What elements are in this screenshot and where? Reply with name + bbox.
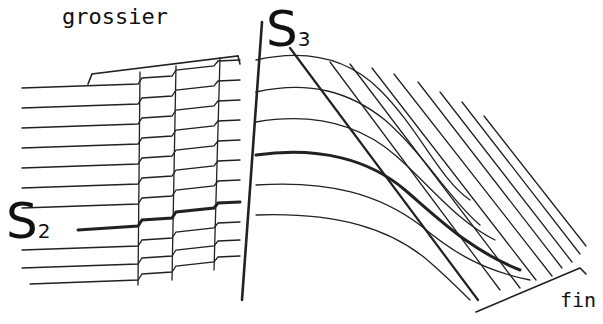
region-label: grossier — [62, 6, 168, 28]
cleavage-label: S3 — [266, 4, 310, 54]
cleavage-label: S2 — [6, 196, 50, 246]
region-label: fin — [560, 290, 596, 310]
